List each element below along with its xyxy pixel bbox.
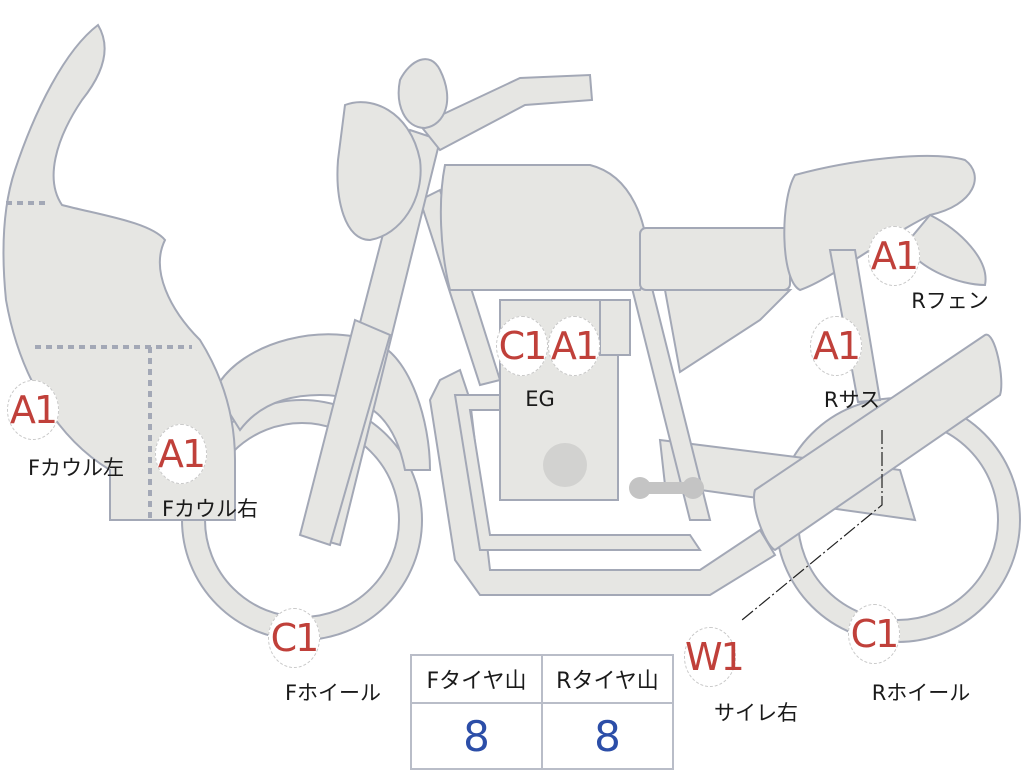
leader-line: [741, 430, 883, 621]
damage-marker: A1: [810, 316, 862, 376]
damage-marker: C1: [268, 608, 320, 668]
marker-label: Rサス: [823, 388, 881, 412]
fork-lower: [298, 318, 392, 547]
footpeg: [629, 477, 704, 499]
damage-marker: W1: [684, 627, 745, 687]
rear-tire-header: Rタイヤ山: [541, 654, 674, 704]
front-cowl: [2, 23, 236, 521]
marker-label: EG: [525, 387, 555, 411]
mirror: [397, 58, 449, 130]
marker-label: Fカウル左: [27, 456, 125, 480]
front-tire-value: 8: [410, 702, 543, 770]
marker-label: サイレ右: [714, 701, 798, 725]
damage-marker: A1: [7, 380, 59, 440]
seat-front: [639, 227, 791, 291]
marker-label: Rフェン: [911, 289, 989, 313]
muffler: [753, 333, 1003, 552]
damage-marker: C1: [496, 316, 548, 376]
side-cover: [663, 289, 793, 374]
fuel-tank: [439, 164, 650, 291]
tire-tread-table: Fタイヤ山 Rタイヤ山 8 8: [410, 654, 674, 770]
handlebar: [418, 73, 594, 152]
cowl-seam-lines: [6, 201, 192, 518]
marker-label: Rホイール: [871, 681, 971, 705]
damage-marker: A1: [155, 424, 207, 484]
headlight: [336, 101, 422, 242]
damage-marker: A1: [548, 316, 600, 376]
damage-marker: C1: [848, 604, 900, 664]
rear-tire-value: 8: [541, 702, 674, 770]
marker-label: Fホイール: [284, 681, 382, 705]
marker-label: Fカウル右: [161, 497, 259, 521]
damage-marker: A1: [868, 226, 920, 286]
front-tire-header: Fタイヤ山: [410, 654, 543, 704]
